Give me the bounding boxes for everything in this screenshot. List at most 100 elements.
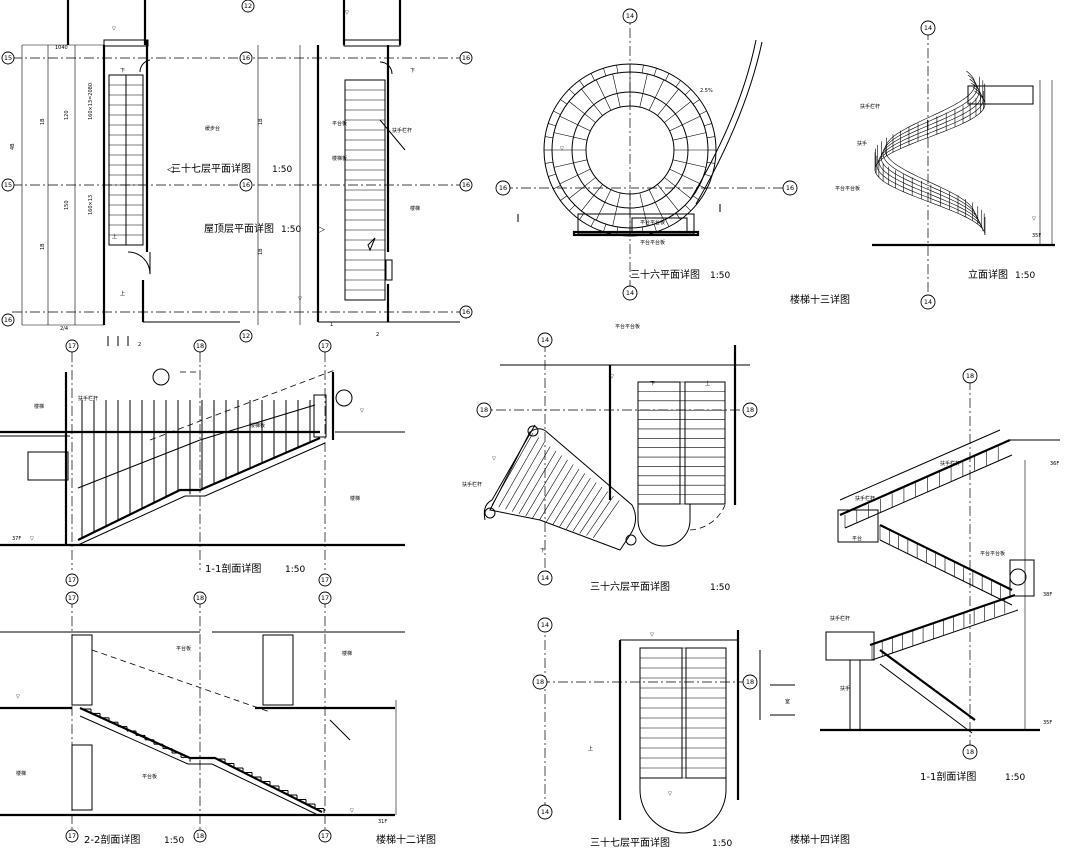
svg-text:平台板: 平台板 <box>142 773 157 780</box>
svg-text:1040: 1040 <box>55 45 68 51</box>
svg-text:16: 16 <box>786 184 794 192</box>
title-elev-spiral: 立面详图 <box>968 268 1008 281</box>
svg-text:上: 上 <box>705 380 710 387</box>
svg-text:上: 上 <box>588 745 593 752</box>
svg-text:上: 上 <box>120 290 125 297</box>
svg-text:18: 18 <box>746 406 754 414</box>
scale-sec-1-1-right: 1:50 <box>1005 773 1025 783</box>
title-plan-36f-mid: 三十六层平面详图 <box>590 580 670 593</box>
svg-text:▽: ▽ <box>668 791 672 797</box>
svg-text:16: 16 <box>499 184 507 192</box>
svg-text:4B: 4B <box>10 143 16 150</box>
svg-text:16: 16 <box>242 54 250 62</box>
svg-text:楼梯: 楼梯 <box>410 205 420 212</box>
svg-text:下: 下 <box>540 548 545 554</box>
scale-plan-37f-left: 1:50 <box>272 165 292 175</box>
svg-text:160×13=2080: 160×13=2080 <box>88 83 94 120</box>
svg-text:37F: 37F <box>12 536 21 542</box>
svg-text:扶手栏杆: 扶手栏杆 <box>830 615 850 622</box>
scale-elev-spiral: 1:50 <box>1015 271 1035 281</box>
svg-text:14: 14 <box>541 336 549 344</box>
svg-text:2.5%: 2.5% <box>700 88 713 94</box>
svg-text:2/4: 2/4 <box>60 326 68 332</box>
balusters-1-1 <box>81 400 311 539</box>
grid-bubbles-sec11-right: 18 18 <box>962 368 978 760</box>
svg-text:楼梯: 楼梯 <box>350 495 360 502</box>
svg-text:14: 14 <box>924 298 932 306</box>
svg-text:16: 16 <box>462 308 470 316</box>
scale-plan-roof: 1:50 <box>281 225 301 235</box>
svg-text:1B: 1B <box>258 118 264 125</box>
svg-text:16: 16 <box>4 316 12 324</box>
svg-text:▽: ▽ <box>492 456 496 462</box>
direction-arrow-icon: ▷ <box>318 225 325 235</box>
svg-text:室: 室 <box>785 698 790 705</box>
scale-plan-37f-mid: 1:50 <box>712 839 732 849</box>
svg-text:平台板: 平台板 <box>332 120 347 127</box>
svg-text:平台平台板: 平台平台板 <box>980 550 1005 557</box>
plan-roof: 1B 1B 平台板 楼梯板 楼梯 扶手栏杆 下 ▽ ▽ 1 2 ▷ <box>240 0 470 338</box>
svg-text:16: 16 <box>462 54 470 62</box>
svg-text:下: 下 <box>410 68 415 74</box>
svg-text:18: 18 <box>480 406 488 414</box>
svg-text:1B: 1B <box>40 243 46 250</box>
title-stair14: 楼梯十四详图 <box>790 833 850 846</box>
svg-text:14: 14 <box>541 808 549 816</box>
svg-text:1B: 1B <box>258 248 264 255</box>
stair-treads-37f-mid <box>640 647 726 779</box>
svg-text:17: 17 <box>68 832 76 840</box>
stair-treads-diagonal <box>491 432 620 538</box>
svg-text:17: 17 <box>68 342 76 350</box>
svg-text:36F: 36F <box>1050 461 1059 467</box>
plan-36f-mid: 平台平台板 扶手栏杆 ▽ 下 下 上 ▽ 三十六层平面详图 1:50 <box>462 323 752 593</box>
svg-text:17: 17 <box>68 594 76 602</box>
svg-text:扶手: 扶手 <box>857 140 867 147</box>
scale-plan-36f-mid: 1:50 <box>710 583 730 593</box>
svg-text:平台平台板: 平台平台板 <box>615 323 640 330</box>
svg-text:平台板: 平台板 <box>176 645 191 652</box>
svg-text:17: 17 <box>68 576 76 584</box>
grid-bubbles-elev: 14 14 <box>920 20 936 310</box>
svg-text:38F: 38F <box>1043 592 1052 598</box>
stair-treads-2-2 <box>82 708 325 813</box>
svg-text:18: 18 <box>966 372 974 380</box>
svg-text:缓步台: 缓步台 <box>205 125 220 132</box>
svg-text:15: 15 <box>4 54 12 62</box>
svg-text:17: 17 <box>321 342 329 350</box>
spiral-treads <box>544 64 716 236</box>
svg-text:楼梯板: 楼梯板 <box>332 155 347 162</box>
grid-bubbles-sec11: 17 18 17 17 17 <box>65 339 332 587</box>
svg-text:35F: 35F <box>1043 720 1052 726</box>
svg-text:14: 14 <box>541 621 549 629</box>
stair-treads-36f-mid <box>638 381 725 505</box>
spiral-stringers <box>874 70 986 236</box>
scale-sec-1-1-left: 1:50 <box>285 565 305 575</box>
section-1-1-left: 楼梯 扶手栏杆 楼梯板 楼梯 ▽ 37F ▽ 1-1剖面详图 1:50 <box>0 352 405 575</box>
svg-text:上: 上 <box>112 233 117 240</box>
svg-text:18: 18 <box>536 678 544 686</box>
arrow-icon: ◁ <box>167 165 174 175</box>
section-1-1-right: 扶手栏杆 平台 平台平台板 扶手栏杆 扶手 扶手栏杆 36F 38F 35F 1… <box>820 380 1060 783</box>
svg-text:160×13: 160×13 <box>88 195 94 215</box>
svg-text:▽: ▽ <box>345 10 349 16</box>
svg-text:12: 12 <box>244 2 252 10</box>
svg-text:35F: 35F <box>1032 233 1041 239</box>
svg-text:扶手栏杆: 扶手栏杆 <box>940 460 960 467</box>
svg-text:平台平台板: 平台平台板 <box>835 185 860 192</box>
svg-text:楼梯: 楼梯 <box>34 403 44 410</box>
title-stair12: 楼梯十二详图 <box>376 833 436 846</box>
svg-text:扶手栏杆: 扶手栏杆 <box>392 127 412 134</box>
svg-text:▽: ▽ <box>1032 216 1036 222</box>
title-sec-1-1-left: 1-1剖面详图 <box>205 562 261 575</box>
scale-plan-36f-spiral: 1:50 <box>710 271 730 281</box>
svg-text:16: 16 <box>242 181 250 189</box>
svg-text:15: 15 <box>4 181 12 189</box>
grid-bubbles-36f-mid: 14 18 18 14 <box>476 332 758 586</box>
svg-text:18: 18 <box>196 594 204 602</box>
plan-37f-left: 4B 1B 1B 120 150 160×13=2080 160×13 1040… <box>10 0 301 348</box>
elev-spiral: 扶手栏杆 扶手 平台平台板 ▽ 35F 立面详图 1:50 <box>835 30 1055 300</box>
svg-text:扶手栏杆: 扶手栏杆 <box>860 103 880 110</box>
svg-text:18: 18 <box>966 748 974 756</box>
svg-text:17: 17 <box>321 832 329 840</box>
